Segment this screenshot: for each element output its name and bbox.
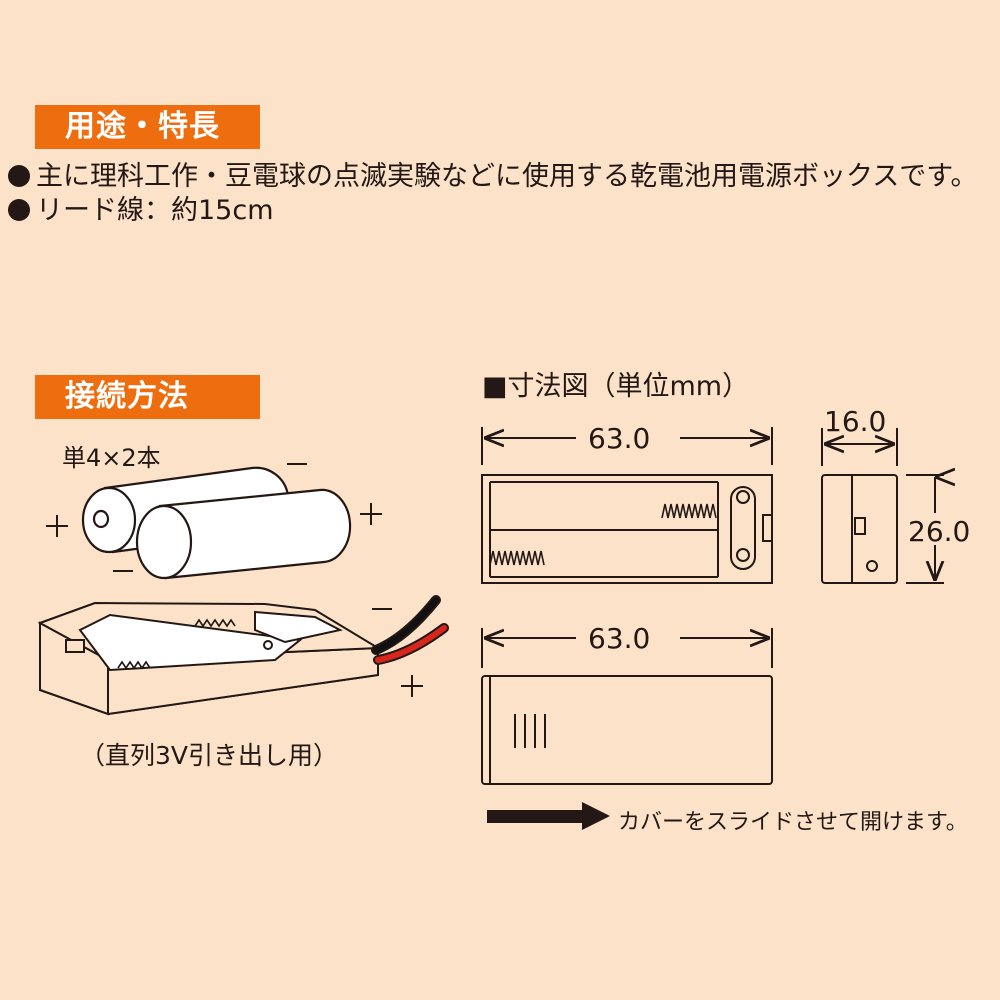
lead-wires [371,595,449,665]
dimension-title: ■寸法図（単位mm） [482,371,750,402]
side-view-width-label: 16.0 [824,405,887,438]
features-heading: 用途・特長 [35,105,260,149]
slide-direction-arrow [487,802,610,830]
bullet-dot-icon [8,199,30,221]
feature-bullet-2: リード線：約15cm [8,194,274,228]
bullet-dot-icon [8,165,30,187]
connection-caption: （直列3V引き出し用） [80,741,339,770]
feature-text-2: リード線：約15cm [36,195,274,226]
top-view-drawing [481,427,773,584]
bottom-view-drawing [481,628,773,785]
slide-note: カバーをスライドさせて開けます。 [618,810,968,835]
feature-text-1: 主に理科工作・豆電球の点滅実験などに使用する乾電池用電源ボックスです。 [36,161,978,192]
side-view-height-label: 26.0 [908,515,971,548]
battery-holder-illustration [37,601,382,716]
side-view-drawing [821,428,944,584]
top-view-length-label: 63.0 [588,422,651,455]
aaa-batteries-illustration [81,466,352,580]
battery-spec-label: 単4×2本 [62,444,161,472]
feature-bullet-1: 主に理科工作・豆電球の点滅実験などに使用する乾電池用電源ボックスです。 [8,160,978,194]
bottom-view-length-label: 63.0 [588,622,651,655]
polarity-marks [46,463,423,697]
connection-heading: 接続方法 [35,375,260,419]
